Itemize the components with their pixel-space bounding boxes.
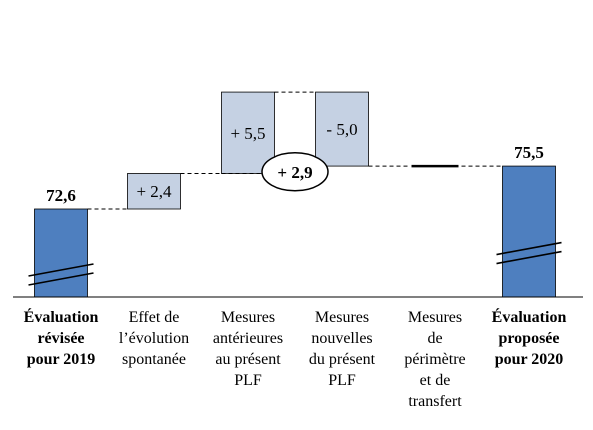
category-label-line: transfert: [408, 393, 462, 410]
category-label-line: Effet de: [129, 309, 180, 326]
category-label-line: Mesures: [315, 309, 369, 326]
category-label-line: révisée: [37, 330, 84, 347]
axis-break-line: [28, 272, 94, 286]
category-label-line: périmètre: [404, 351, 465, 368]
data-label-total-0: 72,6: [46, 186, 76, 205]
bar-delta-1: [127, 173, 181, 210]
category-label-line: Évaluation: [492, 307, 567, 326]
category-label-1: Effet de l’évolution spontanée: [119, 309, 189, 368]
callout-label: + 2,9: [277, 163, 312, 182]
category-label-line: pour 2019: [27, 351, 96, 368]
bar-delta-2: [221, 91, 275, 174]
chart-marks: [13, 91, 583, 298]
category-label-0: Évaluation révisée pour 2019: [24, 307, 99, 368]
category-label-line: PLF: [234, 372, 262, 389]
category-label-line: Évaluation: [24, 307, 99, 326]
data-label-delta-3: - 5,0: [326, 120, 357, 139]
category-label-line: pour 2020: [495, 351, 564, 368]
category-label-line: du présent: [309, 351, 376, 368]
category-label-line: l’évolution: [119, 330, 189, 347]
axis-break-line: [28, 263, 94, 277]
bar-delta-3: [315, 91, 369, 167]
category-label-line: PLF: [328, 372, 356, 389]
category-label-line: antérieures: [213, 330, 283, 347]
category-label-line: de: [427, 330, 442, 347]
bar-total-5: [502, 165, 556, 298]
category-label-line: au présent: [215, 351, 281, 368]
data-label-total-5: 75,5: [514, 143, 544, 162]
callout-ellipse: [261, 152, 329, 192]
category-label-5: Évaluation proposée pour 2020: [492, 307, 567, 368]
axis-break-line: [496, 241, 562, 256]
data-label-delta-2: + 5,5: [230, 124, 265, 143]
category-label-line: spontanée: [122, 351, 186, 368]
category-label-line: proposée: [498, 330, 559, 347]
data-label-delta-1: + 2,4: [136, 182, 172, 201]
axis-break-line: [496, 250, 562, 265]
category-label-4: Mesures de périmètre et de transfert: [404, 309, 465, 410]
category-label-line: et de: [420, 372, 451, 389]
category-label-line: nouvelles: [311, 330, 372, 347]
category-label-line: Mesures: [221, 309, 275, 326]
bar-total-0: [34, 208, 88, 298]
category-label-line: Mesures: [408, 309, 462, 326]
